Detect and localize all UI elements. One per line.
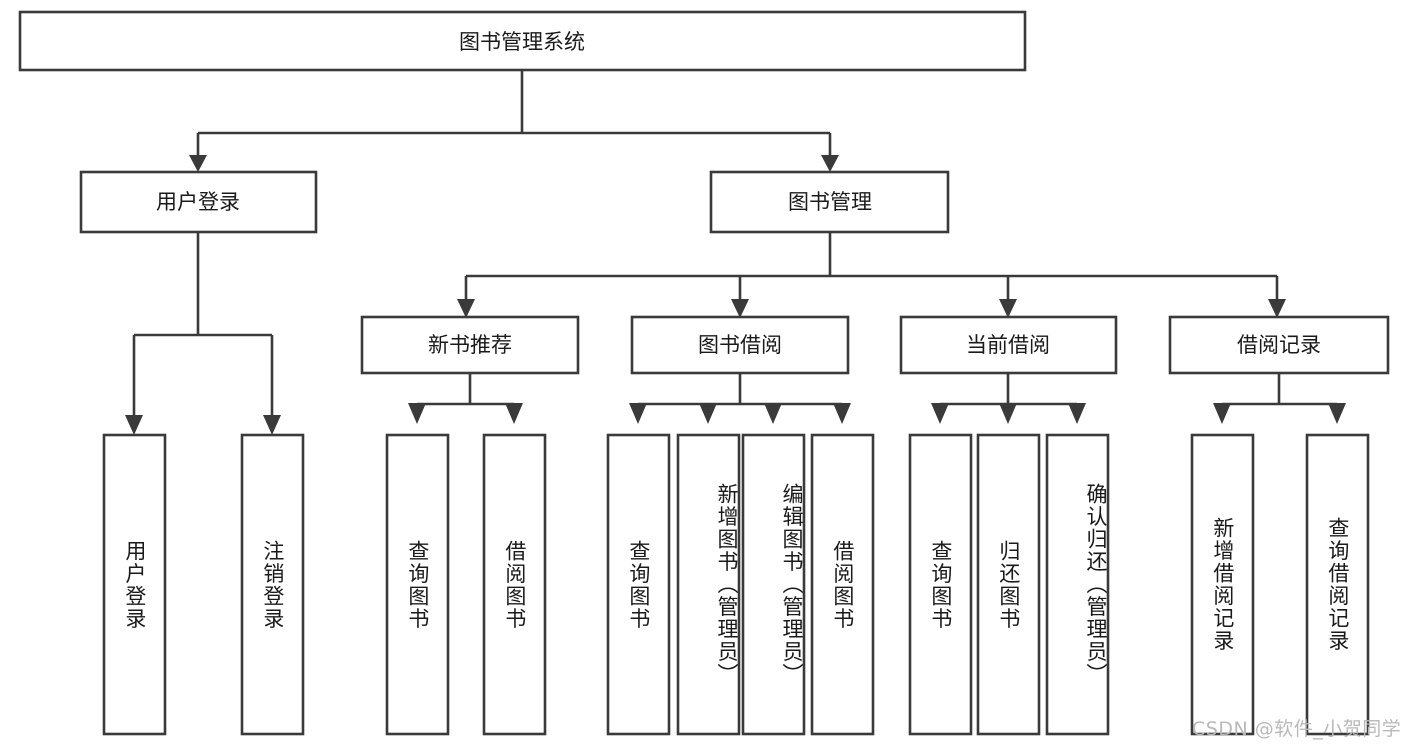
arrow-head-leaf-logout [263,415,281,435]
arrow-head-user-login [189,155,207,172]
connectors [125,70,1346,435]
arrow-head-book-borrow [731,299,749,318]
node-leaf-query-record[interactable] [1305,433,1370,736]
node-borrow-record[interactable] [1168,315,1390,375]
node-leaf-query-book-1[interactable] [385,433,450,736]
watermark-text: CSDN @软件_小贺同学 [1192,718,1402,740]
arrow-head-new-book-recommend [457,299,475,318]
node-book-management[interactable] [709,170,950,234]
node-leaf-query-book-3[interactable] [908,433,973,736]
node-leaf-logout[interactable] [240,433,305,736]
node-book-borrow[interactable] [630,315,850,375]
arrow-head-leaf-query-book-3 [931,403,949,424]
node-root[interactable] [18,10,1027,72]
arrow-head-book-management [821,155,839,172]
node-leaf-borrow-book-1[interactable] [482,433,547,736]
node-root-label: 图书管理系统 [459,30,585,54]
arrow-head-leaf-confirm-return [1068,403,1086,424]
arrow-head-leaf-borrow-book-2 [833,403,851,424]
arrow-head-leaf-user-login [125,415,143,435]
node-user-login[interactable] [79,170,318,234]
node-leaf-add-record[interactable] [1190,433,1255,736]
node-current-borrow-label: 当前借阅 [966,333,1050,357]
arrow-head-leaf-edit-book [764,403,782,424]
node-leaf-borrow-book-2[interactable] [810,433,875,736]
node-leaf-return-book[interactable] [976,433,1041,736]
arrow-head-leaf-return-book [999,403,1017,424]
node-new-book-recommend[interactable] [360,315,580,375]
arrow-head-leaf-add-record [1213,403,1231,424]
arrow-head-current-borrow [999,299,1017,318]
node-leaf-edit-book[interactable] [741,433,806,736]
node-borrow-record-label: 借阅记录 [1237,333,1321,357]
arrow-head-leaf-borrow-book-1 [505,403,523,424]
arrow-head-leaf-query-book-2 [629,403,647,424]
arrow-head-leaf-query-book-1 [408,403,426,424]
arrow-head-borrow-record [1268,299,1286,318]
node-new-book-recommend-label: 新书推荐 [428,333,512,357]
node-book-management-label: 图书管理 [788,190,872,214]
node-user-login-label: 用户登录 [156,190,240,214]
node-book-borrow-label: 图书借阅 [698,333,782,357]
node-current-borrow[interactable] [899,315,1118,375]
nodes: 图书管理系统 用户登录 图书管理 新书推荐 图书借阅 当前借阅 借阅记录 [18,10,1390,736]
node-leaf-user-login[interactable] [102,433,167,736]
arrow-head-leaf-add-book [699,403,717,424]
node-leaf-query-book-2[interactable] [606,433,671,736]
node-leaf-confirm-return[interactable] [1045,433,1110,736]
arrow-head-leaf-query-record [1328,403,1346,424]
node-leaf-add-book[interactable] [676,433,741,736]
